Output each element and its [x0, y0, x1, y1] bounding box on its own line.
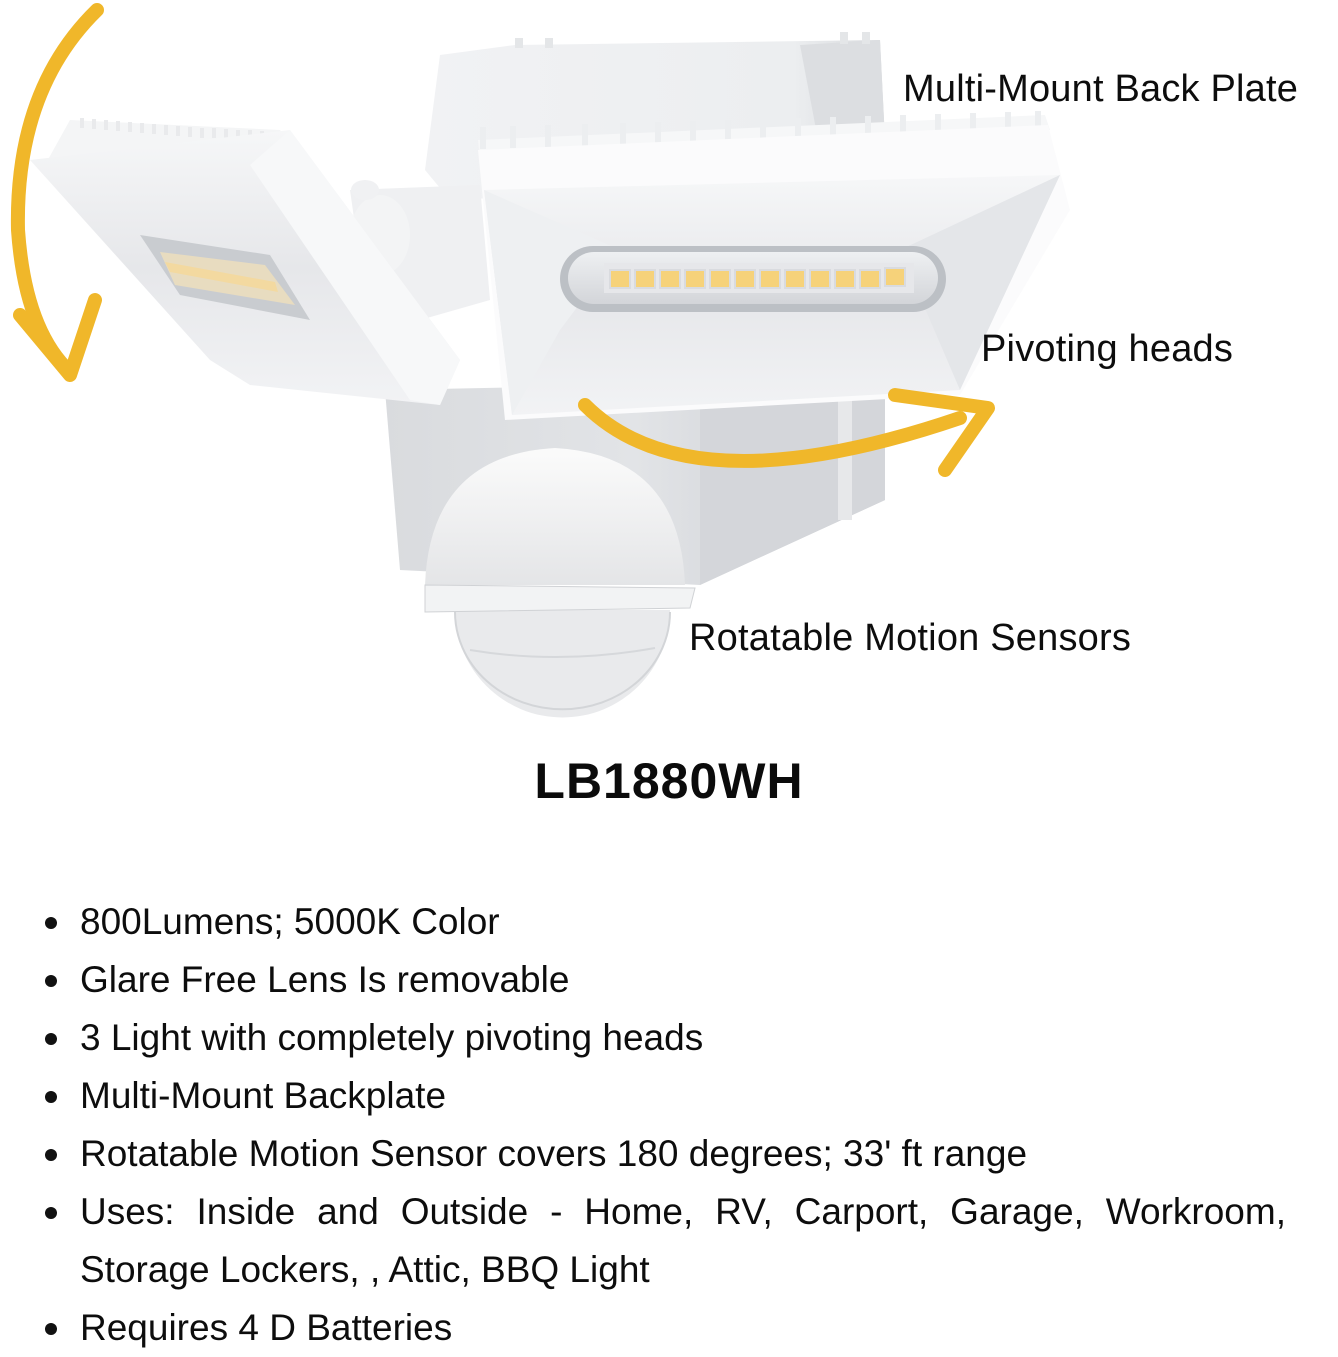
model-number-title: LB1880WH	[534, 753, 804, 809]
pivot-right-arrow-icon	[578, 388, 995, 477]
pivot-down-arrow-icon	[10, 3, 104, 382]
feature-item: Multi-Mount Backplate	[40, 1067, 1286, 1125]
bullet-icon	[45, 1323, 57, 1335]
feature-text: Requires 4 D Batteries	[80, 1307, 453, 1348]
bullet-icon	[45, 1091, 57, 1103]
feature-item: Glare Free Lens Is removable	[40, 951, 1286, 1009]
feature-item: Uses: Inside and Outside - Home, RV, Car…	[40, 1183, 1286, 1299]
bullet-icon	[45, 1149, 57, 1161]
feature-text: 3 Light with completely pivoting heads	[80, 1017, 704, 1058]
feature-item: Rotatable Motion Sensor covers 180 degre…	[40, 1125, 1286, 1183]
bullet-icon	[45, 1033, 57, 1045]
bullet-icon	[45, 917, 57, 929]
feature-list: 800Lumens; 5000K Color Glare Free Lens I…	[40, 893, 1286, 1357]
callout-backplate: Multi-Mount Back Plate	[903, 68, 1299, 110]
right-light-head	[478, 111, 1070, 420]
feature-text: Rotatable Motion Sensor covers 180 degre…	[80, 1133, 1028, 1174]
led-lens-bar	[560, 246, 946, 312]
feature-text: 800Lumens; 5000K Color	[80, 901, 500, 942]
motion-sensor	[424, 448, 696, 718]
callout-pivoting-heads: Pivoting heads	[981, 328, 1234, 370]
feature-item: Requires 4 D Batteries	[40, 1299, 1286, 1357]
bullet-icon	[45, 975, 57, 987]
feature-text: Multi-Mount Backplate	[80, 1075, 447, 1116]
floodlight-product-image	[10, 3, 1070, 718]
feature-text: Glare Free Lens Is removable	[80, 959, 570, 1000]
callout-motion-sensors: Rotatable Motion Sensors	[689, 617, 1132, 659]
bullet-icon	[45, 1207, 57, 1219]
left-light-head	[30, 118, 460, 405]
feature-item: 800Lumens; 5000K Color	[40, 893, 1286, 951]
feature-text: Uses: Inside and Outside - Home, RV, Car…	[80, 1191, 1286, 1290]
feature-item: 3 Light with completely pivoting heads	[40, 1009, 1286, 1067]
